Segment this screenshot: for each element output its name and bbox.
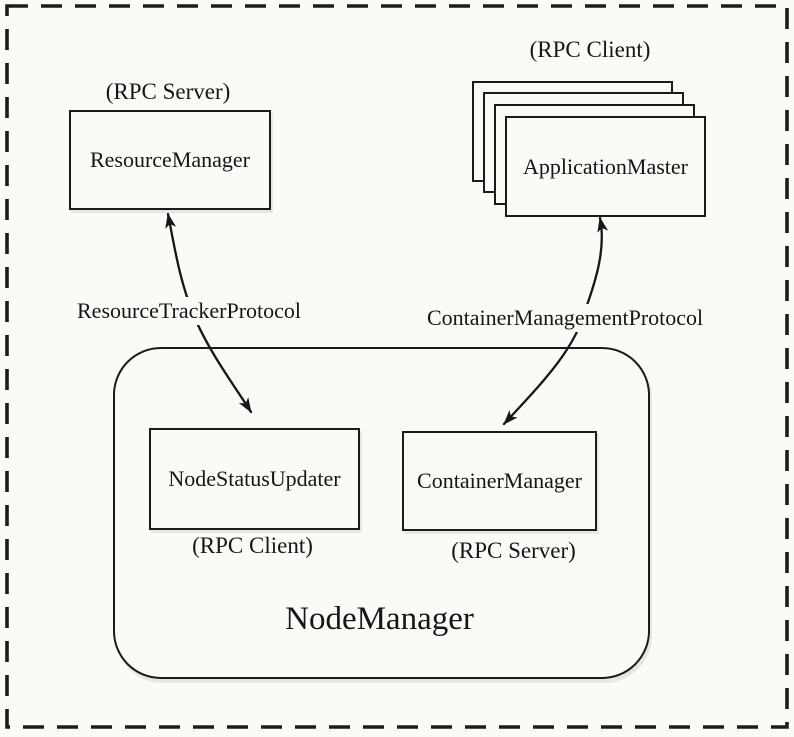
application-master-box: ApplicationMaster	[505, 116, 706, 217]
resource-manager-box: ResourceManager	[69, 110, 271, 210]
resource-tracker-protocol-label: ResourceTrackerProtocol	[74, 297, 305, 325]
application-master-rpc-annotation: (RPC Client)	[529, 37, 651, 62]
container-manager-box: ContainerManager	[402, 431, 597, 531]
resource-manager-rpc-annotation: (RPC Server)	[105, 79, 231, 104]
node-status-updater-label: NodeStatusUpdater	[168, 466, 341, 491]
container-management-protocol-label: ContainerManagementProtocol	[424, 304, 707, 332]
node-status-updater-rpc-annotation: (RPC Client)	[192, 533, 313, 558]
container-manager-label: ContainerManager	[417, 468, 582, 493]
node-status-updater-box: NodeStatusUpdater	[149, 428, 360, 530]
application-master-label: ApplicationMaster	[523, 153, 688, 179]
container-manager-rpc-annotation: (RPC Server)	[451, 538, 576, 563]
resource-manager-label: ResourceManager	[89, 147, 251, 172]
node-manager-label: NodeManager	[285, 601, 474, 637]
